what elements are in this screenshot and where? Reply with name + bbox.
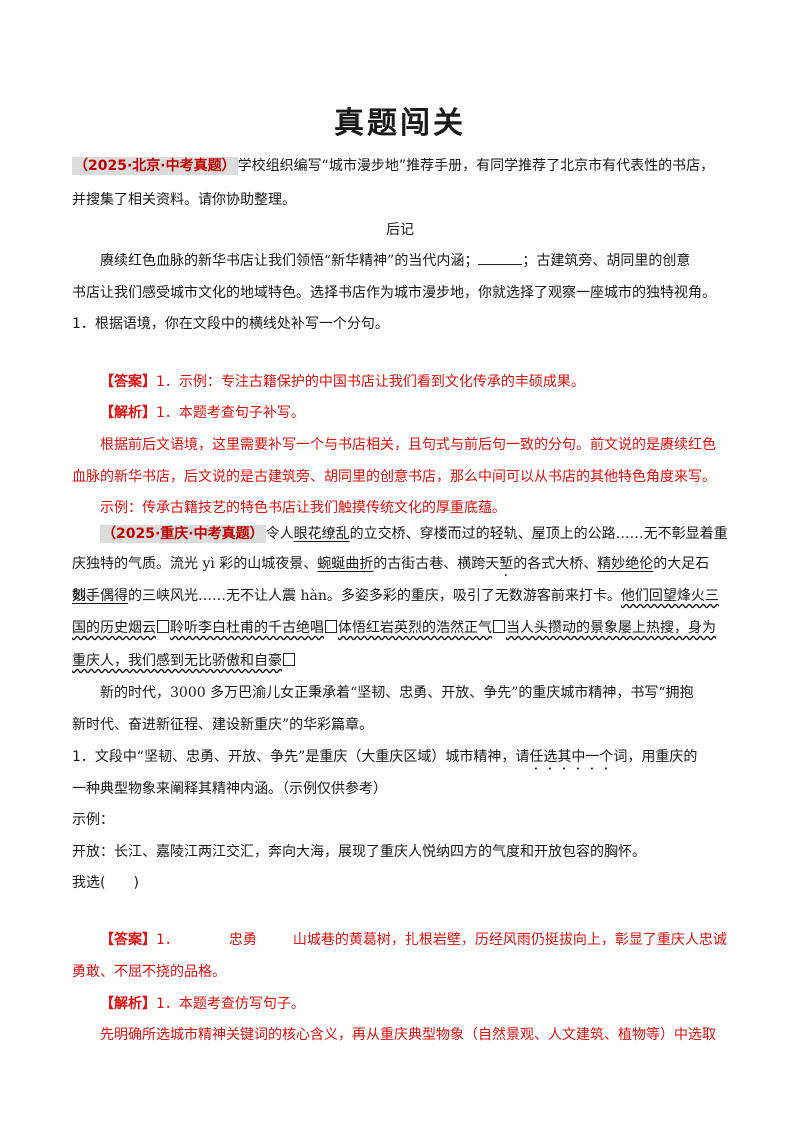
answer-tag: 【答案】	[100, 932, 156, 948]
analysis-tag: 【解析】	[100, 996, 156, 1012]
q2-answer: 【答案】1． 忠勇 山城巷的黄葛树，扎根岩壁，历经风雨仍挺拔向上，彰显了重庆人忠诚	[100, 924, 728, 956]
underlined-phrase: 蜿蜒曲折	[317, 556, 374, 572]
q1-passage-line2: 书店让我们感受城市文化的地域特色。选择书店作为城市漫步地，你就选择了观察一座城市…	[72, 285, 716, 301]
q2-source-tag: （2025·重庆·中考真题）	[100, 525, 266, 543]
q1-passage-heading: 后记	[386, 222, 414, 238]
q2-explanation-line1: 先明确所选城市精神关键词的核心含义，再从重庆典型物象（自然景观、人文建筑、植物等…	[100, 1027, 716, 1043]
q2-choice-line: 我选( )	[72, 875, 139, 891]
q2-text: 的立交桥、穿楼而过的轻轨、屋顶上的公路……无不彰显着重	[349, 526, 728, 542]
wavy-underlined-sentence: 聆听李白杜甫的千古绝唱	[170, 620, 324, 636]
q1-answer: 【答案】1．示例：专注古籍保护的中国书店让我们看到文化传承的丰硕成果。	[100, 366, 728, 398]
answer-number: 1．	[156, 932, 179, 948]
analysis-tag: 【解析】	[100, 405, 156, 421]
punctuation-box	[283, 653, 295, 666]
wavy-underlined-sentence: 国的历史烟云	[72, 620, 156, 636]
wavy-underlined-sentence: 他们回望烽火三	[620, 588, 719, 604]
q2-example: 开放：长江、嘉陵江两江交汇，奔向大海，展现了重庆人悦纳四方的气度和开放包容的胸怀…	[72, 844, 646, 860]
dotted-emphasis: 任选其中一个	[529, 749, 614, 765]
q2-question-line2: 一种典型物象来阐释其精神内涵。（示例仅供参考）	[72, 781, 387, 797]
q2-question-text: 1．文段中“坚韧、忠勇、开放、争先”是重庆（大重庆区域）城市精神，请	[72, 749, 530, 765]
q2-passage-line4: 国的历史烟云聆听李白杜甫的千古绝唱体悟红岩英烈的浩然正气当人头攒动的景象屡上热搜…	[72, 612, 728, 644]
q1-intro: （2025·北京·中考真题）学校组织编写“城市漫步地”推荐手册，有同学推荐了北京…	[72, 150, 728, 182]
q2-passage-line3: 妙手偶得的三峡风光……无不让人震 hàn。多姿多彩的重庆，吸引了无数游客前来打卡…	[72, 580, 728, 612]
analysis-text: 1．本题考查仿写句子。	[156, 996, 305, 1012]
answer-text: 1．示例：专注古籍保护的中国书店让我们看到文化传承的丰硕成果。	[156, 374, 585, 390]
q2-text: 庆独特的气质。流光 yì 彩的山城夜景、	[72, 556, 318, 572]
q2-text: 令人	[265, 526, 294, 542]
analysis-text: 1．本题考查句子补写。	[156, 405, 305, 421]
answer-text: 山城巷的黄葛树，扎根岩壁，历经风雨仍挺拔向上，彰显了重庆人忠诚	[292, 932, 727, 948]
wavy-underlined-sentence: 当人头攒动的景象屡上热搜，身为	[506, 620, 716, 636]
q2-question-text: 词，用重庆的	[613, 749, 698, 765]
punctuation-box	[325, 620, 337, 633]
q2-text: 的古街古巷、横跨天	[373, 556, 500, 572]
q2-passage-line2: 庆独特的气质。流光 yì 彩的山城夜景、蜿蜒曲折的古街古巷、横跨天堑的各式大桥、…	[72, 548, 728, 612]
page-title: 真题闯关	[334, 106, 466, 141]
q2-passage-line1: （2025·重庆·中考真题）令人眼花缭乱的立交桥、穿楼而过的轻轨、屋顶上的公路……	[100, 518, 728, 550]
q2-passage-line5: 重庆人，我们感到无比骄傲和自豪	[72, 645, 728, 677]
q1-question: 1．根据语境，你在文段中的横线处补写一个分句。	[72, 316, 389, 332]
q2-text: 的三峡风光……无不让人震 hàn。多姿多彩的重庆，吸引了无数游客前来打卡。	[128, 588, 621, 604]
wavy-underlined-sentence: 重庆人，我们感到无比骄傲和自豪	[72, 653, 282, 669]
wavy-underlined-sentence: 体悟红岩英烈的浩然正气	[338, 620, 492, 636]
q1-passage-line1: 赓续红色血脉的新华书店让我们领悟“新华精神”的当代内涵； ；古建筑旁、胡同里的创意	[72, 245, 728, 277]
answer-tag: 【答案】	[100, 374, 156, 390]
underlined-phrase: 妙手偶得	[72, 588, 128, 604]
dotted-char: 堑	[499, 556, 514, 572]
underlined-phrase: 眼花缭乱	[293, 526, 350, 542]
punctuation-box	[157, 620, 169, 633]
q1-explanation-line1: 根据前后文语境，这里需要补写一个与书店相关，且句式与前后句一致的分句。前文说的是…	[100, 437, 716, 453]
q1-passage-text: 赓续红色血脉的新华书店让我们领悟“新华精神”的当代内涵；	[100, 253, 479, 269]
punctuation-box	[493, 620, 505, 633]
q1-explanation-line2: 血脉的新华书店，后文说的是古建筑旁、胡同里的创意书店，那么中间可以从书店的其他特…	[72, 469, 716, 485]
q1-source-tag: （2025·北京·中考真题）	[72, 157, 238, 175]
q2-example-label: 示例：	[72, 812, 114, 828]
q2-passage-line7: 新时代、奋进新征程、建设新重庆”的华彩篇章。	[72, 717, 374, 733]
underlined-phrase: 精妙绝伦	[597, 556, 654, 572]
q1-analysis: 【解析】1．本题考查句子补写。	[100, 397, 728, 429]
q2-answer-line2: 勇敢、不屈不挠的品格。	[72, 964, 226, 980]
fill-in-blank	[478, 252, 523, 265]
q1-passage-text: ；古建筑旁、胡同里的创意	[522, 253, 691, 269]
q1-explanation-example: 示例：传承古籍技艺的特色书店让我们触摸传统文化的厚重底蕴。	[100, 500, 506, 516]
q2-question: 1．文段中“坚韧、忠勇、开放、争先”是重庆（大重庆区域）城市精神，请任选其中一个…	[72, 741, 728, 773]
q2-analysis: 【解析】1．本题考查仿写句子。	[100, 988, 728, 1020]
q2-text: 的大足石刻、	[72, 556, 710, 604]
q1-intro-text: 学校组织编写“城市漫步地”推荐手册，有同学推荐了北京市有代表性的书店，	[237, 158, 715, 174]
q2-passage-line6: 新的时代，3000 多万巴渝儿女正秉承着“坚韧、忠勇、开放、争先”的重庆城市精神…	[100, 685, 694, 701]
q2-text: 的各式大桥、	[513, 556, 598, 572]
q1-intro-line2: 并搜集了相关资料。请你协助整理。	[72, 192, 296, 208]
answer-keyword: 忠勇	[228, 932, 257, 948]
